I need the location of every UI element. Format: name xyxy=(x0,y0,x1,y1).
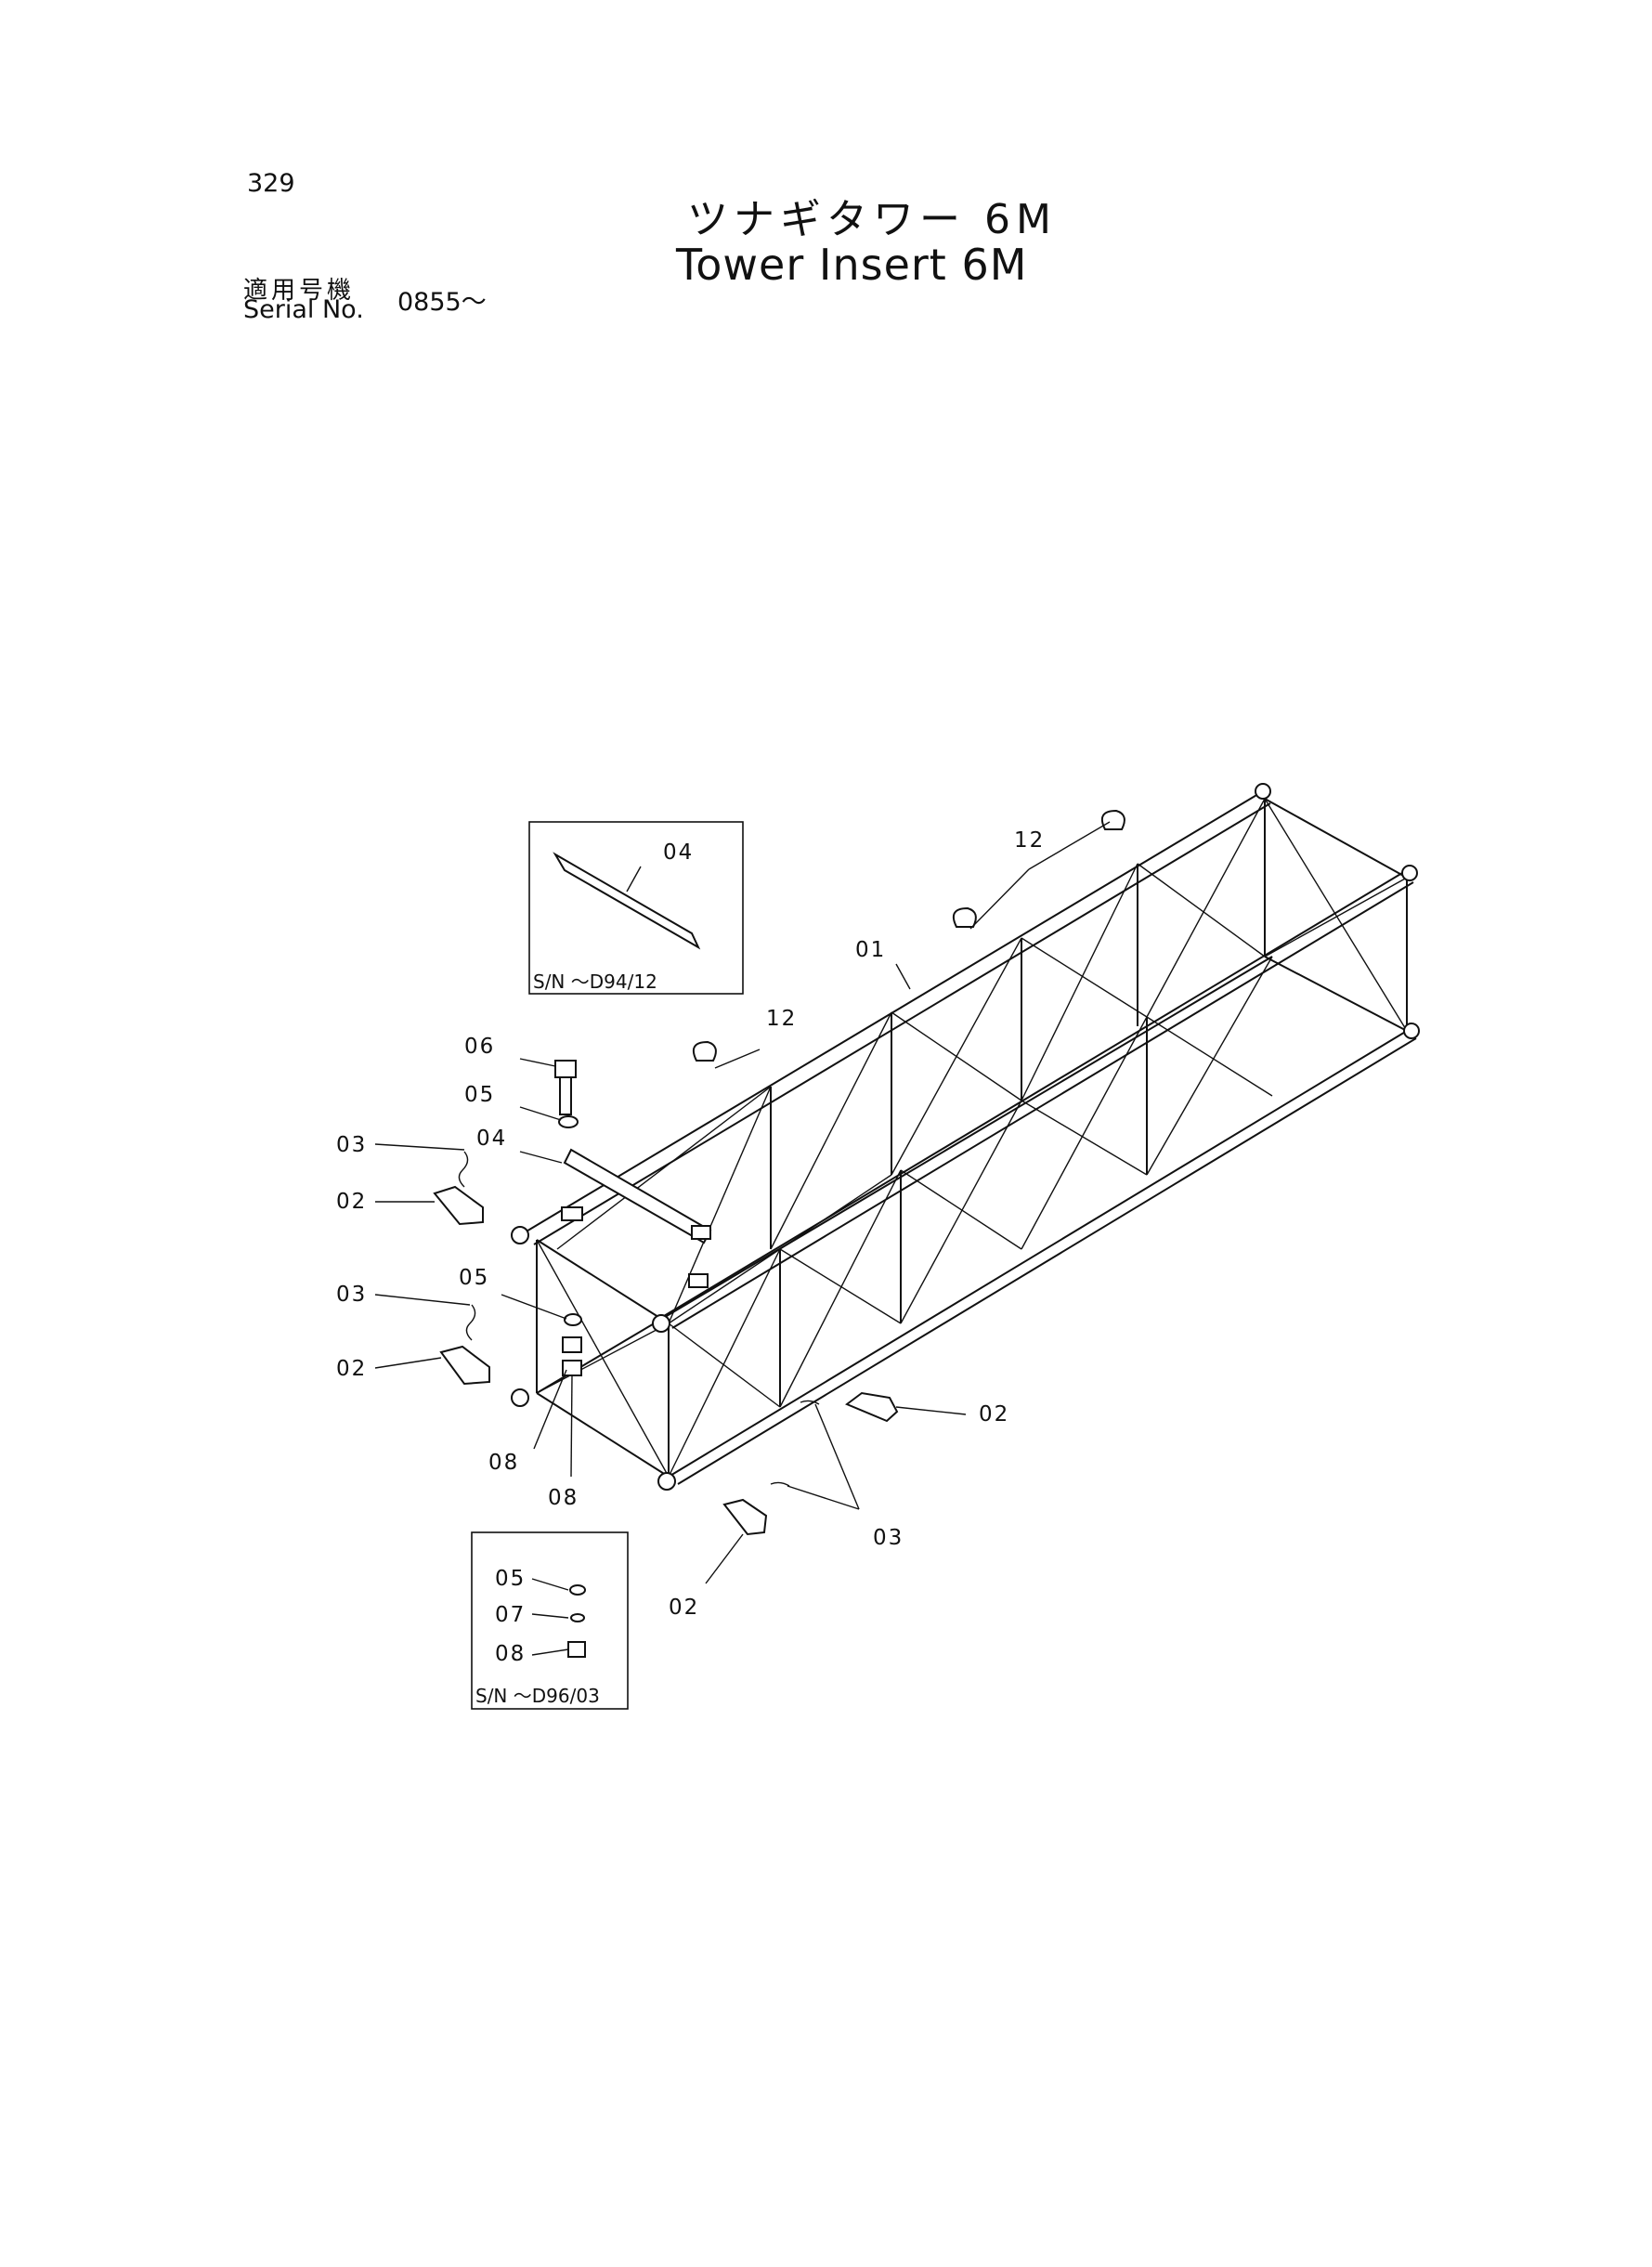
inset-bottom-serial: S/N ～D96/03 xyxy=(475,1685,600,1707)
callout-03-upper: 03 xyxy=(336,1133,367,1157)
title-japanese: ツナギタワー 6M xyxy=(687,196,1057,243)
cotter-pin-03-icons xyxy=(458,1151,820,1487)
callout-05-lower: 05 xyxy=(459,1266,489,1290)
nut-08-icon xyxy=(562,1336,582,1376)
callout-08-left: 08 xyxy=(488,1451,519,1475)
clip-12-icons xyxy=(693,809,1125,1062)
pin-02-upper-left-icon xyxy=(433,1185,484,1226)
tower-lattice-frame xyxy=(511,783,1420,1491)
washer-05-icon xyxy=(558,1115,579,1128)
callout-05-inset: 05 xyxy=(495,1567,526,1591)
leader-lines xyxy=(374,821,1111,1584)
callout-04: 04 xyxy=(476,1127,507,1151)
inset-box-top xyxy=(528,821,744,995)
bolt-06-icon xyxy=(554,1060,577,1115)
callout-02-lower-left: 02 xyxy=(336,1357,367,1381)
callout-02-upper-left: 02 xyxy=(336,1190,367,1214)
title-english: Tower Insert 6M xyxy=(676,240,1028,290)
callout-02-right: 02 xyxy=(979,1402,1009,1427)
pin-02-bottom-icon xyxy=(722,1498,768,1536)
callout-12-top: 12 xyxy=(1014,828,1045,853)
callout-12-left: 12 xyxy=(766,1007,797,1031)
bar-part-04 xyxy=(561,1148,712,1288)
serial-number-value: 0855～ xyxy=(397,288,487,317)
pin-02-right-icon xyxy=(845,1391,899,1423)
callout-01: 01 xyxy=(855,938,886,962)
callout-08-inset: 08 xyxy=(495,1642,526,1666)
callout-03-right: 03 xyxy=(873,1526,904,1550)
callout-02-bottom: 02 xyxy=(669,1596,699,1620)
page-number: 329 xyxy=(247,169,295,198)
inset-box-bottom xyxy=(471,1531,629,1710)
serial-label-english: Serial No. xyxy=(243,295,364,324)
serial-label-japanese: 適用号機 xyxy=(243,277,356,305)
callout-04-inset: 04 xyxy=(663,840,694,865)
washer-05-lower-icon xyxy=(564,1313,582,1326)
pin-02-lower-left-icon xyxy=(439,1345,490,1386)
callout-07-inset: 07 xyxy=(495,1603,526,1627)
callout-08-right: 08 xyxy=(548,1486,579,1510)
callout-05-upper: 05 xyxy=(464,1083,495,1107)
inset-top-serial: S/N ～D94/12 xyxy=(533,971,657,993)
callout-06: 06 xyxy=(464,1035,495,1059)
callout-03-lower: 03 xyxy=(336,1283,367,1307)
